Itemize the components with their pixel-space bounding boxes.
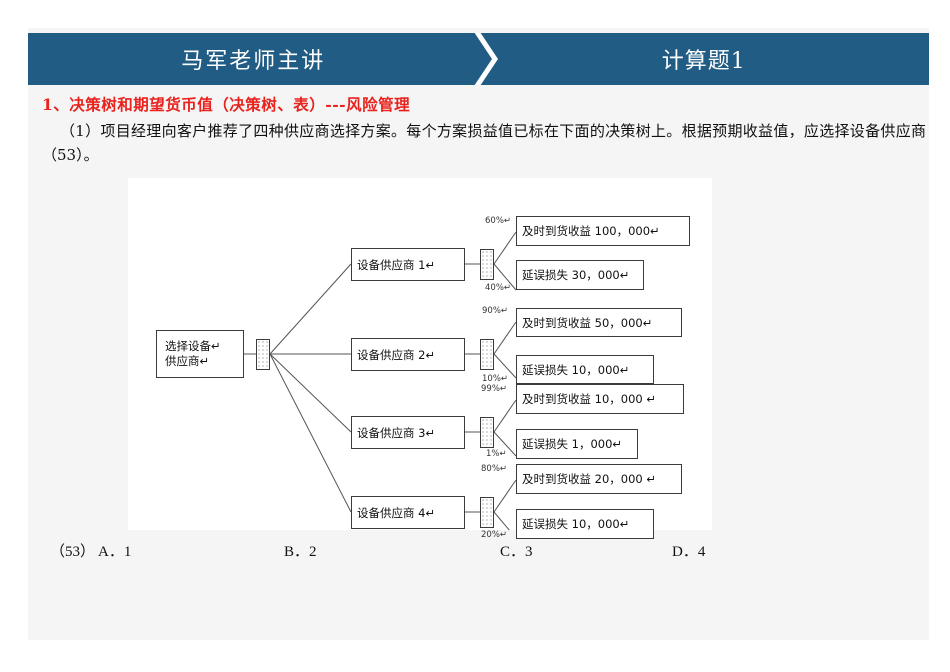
slide-header-band: 马军老师主讲 计算题1: [28, 33, 929, 85]
section-heading: 1、决策树和期望货币值（决策树、表）---风险管理: [42, 95, 411, 114]
outcome-box-1-2[interactable]: 延误损失 30，000↵: [516, 260, 644, 290]
outcome-box-3-2[interactable]: 延误损失 1，000↵: [516, 429, 638, 459]
answer-option-c[interactable]: C．3: [500, 544, 533, 560]
outcome-box-4-1[interactable]: 及时到货收益 20，000 ↵: [516, 464, 682, 494]
answer-option-d[interactable]: D．4: [672, 544, 706, 560]
supplier-box-4[interactable]: 设备供应商 4↵: [351, 496, 465, 529]
outcome-text-2-1: 及时到货收益 50，000↵: [522, 315, 653, 330]
answer-option-a[interactable]: A．1: [98, 544, 132, 560]
supplier-label-3: 设备供应商 3↵: [357, 425, 436, 440]
question-number: （53）: [50, 544, 96, 560]
probability-2-1: 90%↵: [482, 306, 509, 316]
chance-node-icon-1[interactable]: [480, 249, 494, 280]
root-node-box[interactable]: 选择设备↵ 供应商↵: [156, 330, 244, 378]
root-label-line1: 选择设备↵: [165, 339, 221, 353]
outcome-text-3-2: 延误损失 1，000↵: [522, 437, 623, 451]
outcome-text-4-1: 及时到货收益 20，000 ↵: [522, 472, 657, 486]
answer-options-row: （53） A．1 B．2 C．3 D．4: [50, 540, 910, 564]
supplier-box-3[interactable]: 设备供应商 3↵: [351, 416, 465, 449]
header-right-title-area: 计算题1: [479, 33, 930, 85]
probability-3-2: 1%↵: [486, 449, 507, 459]
probability-2-2: 10%↵: [482, 374, 509, 384]
chance-node-icon-2[interactable]: [480, 339, 494, 370]
answer-option-b[interactable]: B．2: [284, 544, 317, 560]
decision-node-icon[interactable]: [256, 339, 270, 370]
chevron-right-icon: [474, 33, 498, 85]
outcome-text-1-2: 延误损失 30，000↵: [522, 268, 630, 282]
supplier-label-4: 设备供应商 4↵: [357, 505, 436, 520]
supplier-label-2: 设备供应商 2↵: [357, 347, 436, 362]
slide-topic-title: 计算题1: [661, 49, 746, 74]
outcome-box-4-2[interactable]: 延误损失 10，000↵: [516, 509, 654, 539]
probability-3-1: 99%↵: [481, 384, 508, 394]
presenter-title: 马军老师主讲: [181, 49, 326, 74]
outcome-text-4-2: 延误损失 10，000↵: [522, 517, 630, 531]
chance-node-icon-4[interactable]: [480, 497, 494, 528]
decision-tree-panel: 选择设备↵ 供应商↵ 设备供应商 1↵ 60%↵ 及时到货收益 100，000↵…: [128, 178, 712, 540]
question-paragraph: （1）项目经理向客户推荐了四种供应商选择方案。每个方案损益值已标在下面的决策树上…: [42, 122, 926, 164]
outcome-box-3-1[interactable]: 及时到货收益 10，000 ↵: [516, 384, 684, 414]
slide: 马军老师主讲 计算题1 1、决策树和期望货币值（决策树、表）---风险管理 （1…: [28, 28, 929, 640]
outcome-box-2-1[interactable]: 及时到货收益 50，000↵: [516, 308, 682, 337]
probability-4-2: 20%↵: [481, 530, 508, 540]
outcome-box-1-1[interactable]: 及时到货收益 100，000↵: [516, 216, 690, 246]
root-label-line2: 供应商↵: [165, 354, 210, 368]
outcome-text-1-1: 及时到货收益 100，000↵: [522, 224, 660, 238]
supplier-label-1: 设备供应商 1↵: [357, 257, 436, 272]
outcome-box-2-2[interactable]: 延误损失 10，000↵: [516, 355, 654, 384]
header-left-title-area: 马军老师主讲: [28, 33, 479, 85]
probability-1-1: 60%↵: [485, 216, 512, 226]
chance-node-icon-3[interactable]: [480, 417, 494, 448]
probability-1-2: 40%↵: [485, 283, 512, 293]
supplier-box-2[interactable]: 设备供应商 2↵: [351, 338, 465, 371]
supplier-box-1[interactable]: 设备供应商 1↵: [351, 248, 465, 281]
outcome-text-2-2: 延误损失 10，000↵: [522, 362, 630, 377]
probability-4-1: 80%↵: [481, 464, 508, 474]
outcome-text-3-1: 及时到货收益 10，000 ↵: [522, 392, 657, 406]
